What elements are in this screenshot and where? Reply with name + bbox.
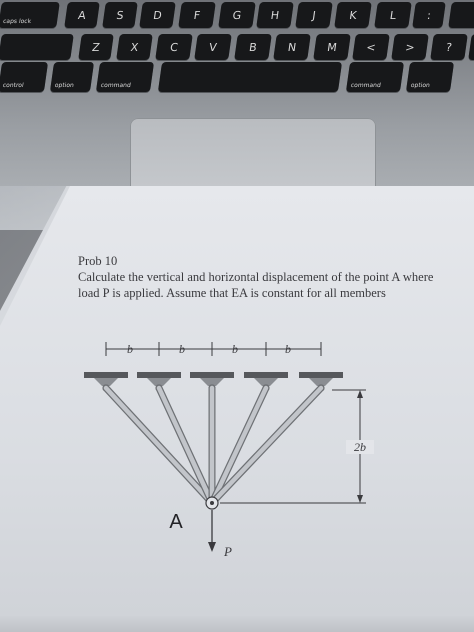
height-arrow-bottom (357, 495, 363, 503)
key-question: ? (430, 34, 468, 60)
key-v: V (194, 34, 232, 60)
key-a: A (64, 2, 100, 28)
key-n: N (273, 34, 311, 60)
key-j: J (295, 2, 333, 28)
key-g: G (218, 2, 256, 28)
key-space (157, 62, 343, 92)
truss-diagram: b b b b 2b A P (84, 342, 374, 559)
keyboard-row-1: caps lock A S D F G H J K L : (0, 2, 474, 36)
key-control: control (0, 62, 49, 92)
key-h: H (256, 2, 294, 28)
key-caps-lock: caps lock (0, 2, 60, 28)
load-label: P (223, 544, 232, 559)
joint-a-pin (210, 501, 214, 505)
problem-text: Prob 10 Calculate the vertical and horiz… (78, 253, 458, 301)
key-l: L (374, 2, 412, 28)
key-shift-right (468, 34, 474, 60)
spacing-label-4: b (285, 342, 291, 356)
page-bottom-edge (0, 616, 474, 632)
key-command-left: command (95, 62, 155, 92)
load-arrow-head (208, 542, 216, 552)
point-a-label: A (169, 511, 183, 533)
problem-line-2: load P is applied. Assume that EA is con… (78, 286, 386, 300)
spacing-dimension (105, 342, 322, 356)
key-option-left: option (49, 62, 95, 92)
key-colon: : (412, 2, 446, 28)
key-f: F (178, 2, 216, 28)
spacing-label-3: b (232, 342, 238, 356)
problem-heading: Prob 10 (78, 254, 118, 268)
key-less-than: < (352, 34, 390, 60)
height-label-backing (346, 440, 374, 454)
paper-sheet (0, 186, 474, 632)
height-label: 2b (354, 440, 366, 454)
key-m: M (313, 34, 351, 60)
key-c: C (155, 34, 193, 60)
key-s: S (102, 2, 138, 28)
spacing-label-2: b (179, 342, 185, 356)
key-quote (448, 2, 474, 28)
key-greater-than: > (391, 34, 429, 60)
problem-line-1: Calculate the vertical and horizontal di… (78, 270, 434, 284)
key-k: K (334, 2, 372, 28)
key-shift-left (0, 34, 74, 60)
height-arrow-top (357, 390, 363, 398)
members (102, 384, 325, 507)
key-command-right: command (345, 62, 405, 92)
key-d: D (139, 2, 176, 28)
key-b: B (234, 34, 272, 60)
key-z: Z (78, 34, 114, 60)
keyboard-row-3: control option command command option (0, 62, 474, 96)
spacing-label-1: b (127, 342, 133, 356)
key-x: X (116, 34, 153, 60)
key-option-right: option (405, 62, 455, 92)
